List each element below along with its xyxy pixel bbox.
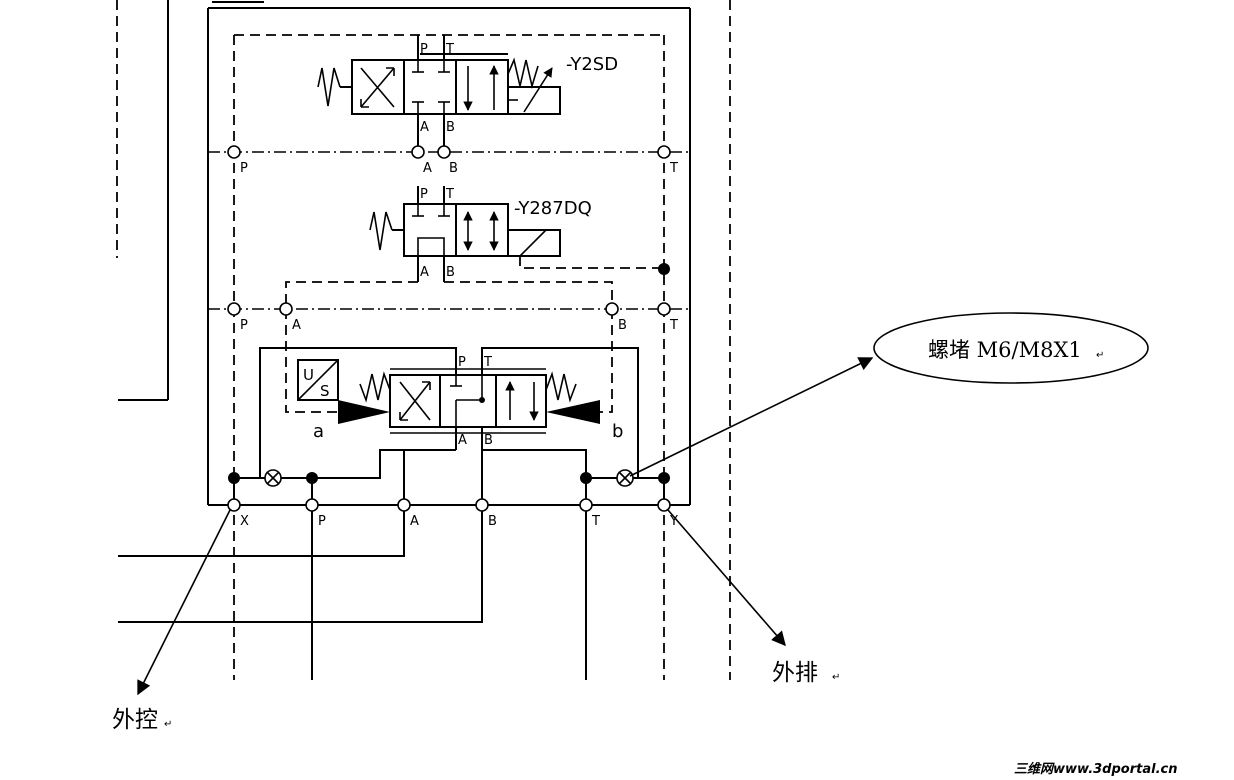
rail-1-a: A — [423, 161, 432, 176]
base-port-a: A — [410, 514, 419, 529]
valve-y2sd-port-t: T — [445, 42, 454, 57]
valve-y287dq-label: -Y287DQ — [514, 198, 592, 219]
external-drain-label: 外排 — [772, 660, 818, 686]
main-piping — [228, 347, 670, 505]
rail-2-a: A — [292, 318, 301, 333]
rail-2-p: P — [240, 318, 248, 333]
rail-2-t: T — [669, 318, 678, 333]
external-drain-return-mark: ↵ — [832, 672, 840, 683]
valve-y287dq-port-t: T — [445, 187, 454, 202]
plug-left — [264, 469, 282, 487]
valve-y287dq-port-p: P — [420, 187, 428, 202]
base-port-t: T — [591, 514, 600, 529]
valve-y2sd-port-b: B — [446, 120, 455, 135]
rail-2-ports: P A B T — [227, 302, 678, 333]
main-valve-port-p: P — [458, 355, 466, 370]
valve-y2sd-port-p: P — [420, 42, 428, 57]
rail-1-ports: P A B T — [227, 145, 678, 176]
main-valve-port-b: B — [484, 433, 493, 448]
base-port-p: P — [318, 514, 326, 529]
pilot-lines — [285, 281, 613, 413]
plug-callout-label: 螺堵 M6/M8X1 — [928, 338, 1082, 362]
rail-1-b: B — [449, 161, 458, 176]
base-port-x: X — [240, 514, 249, 529]
main-valve: U S a b P T A B — [297, 355, 623, 505]
pilot-a-label: a — [313, 421, 324, 442]
pilot-b-label: b — [612, 421, 623, 442]
main-valve-port-t: T — [483, 355, 492, 370]
watermark: 三维网www.3dportal.cn — [1014, 761, 1177, 777]
base-port-y: Y — [669, 514, 678, 529]
external-control-label: 外控 — [112, 707, 158, 733]
valve-y287dq-port-a: A — [420, 265, 429, 280]
external-control-return-mark: ↵ — [164, 719, 172, 730]
valve-y2sd-port-a: A — [420, 120, 429, 135]
valve-y287dq-port-b: B — [446, 265, 455, 280]
rail-1-p: P — [240, 161, 248, 176]
valve-y287dq: -Y287DQ P T A B — [369, 186, 670, 282]
plug-callout-return-mark: ↵ — [1096, 350, 1104, 361]
external-control-callout: 外控 ↵ — [112, 509, 231, 733]
rail-1-t: T — [669, 161, 678, 176]
plug-callout: 螺堵 M6/M8X1 ↵ — [629, 312, 1149, 477]
outer-frame — [116, 0, 731, 680]
valve-y2sd-label: -Y2SD — [566, 54, 618, 75]
main-valve-port-a: A — [458, 433, 467, 448]
external-lines — [118, 511, 587, 680]
base-ports: X P A B T Y — [227, 498, 678, 529]
valve-y2sd: -Y2SD P T A B — [317, 35, 618, 150]
plug-right — [616, 469, 634, 487]
base-port-b: B — [488, 514, 497, 529]
sensor-u-label: U — [303, 366, 314, 384]
external-drain-callout: 外排 ↵ — [667, 509, 840, 686]
rail-2-b: B — [618, 318, 627, 333]
sensor-s-label: S — [320, 382, 330, 400]
